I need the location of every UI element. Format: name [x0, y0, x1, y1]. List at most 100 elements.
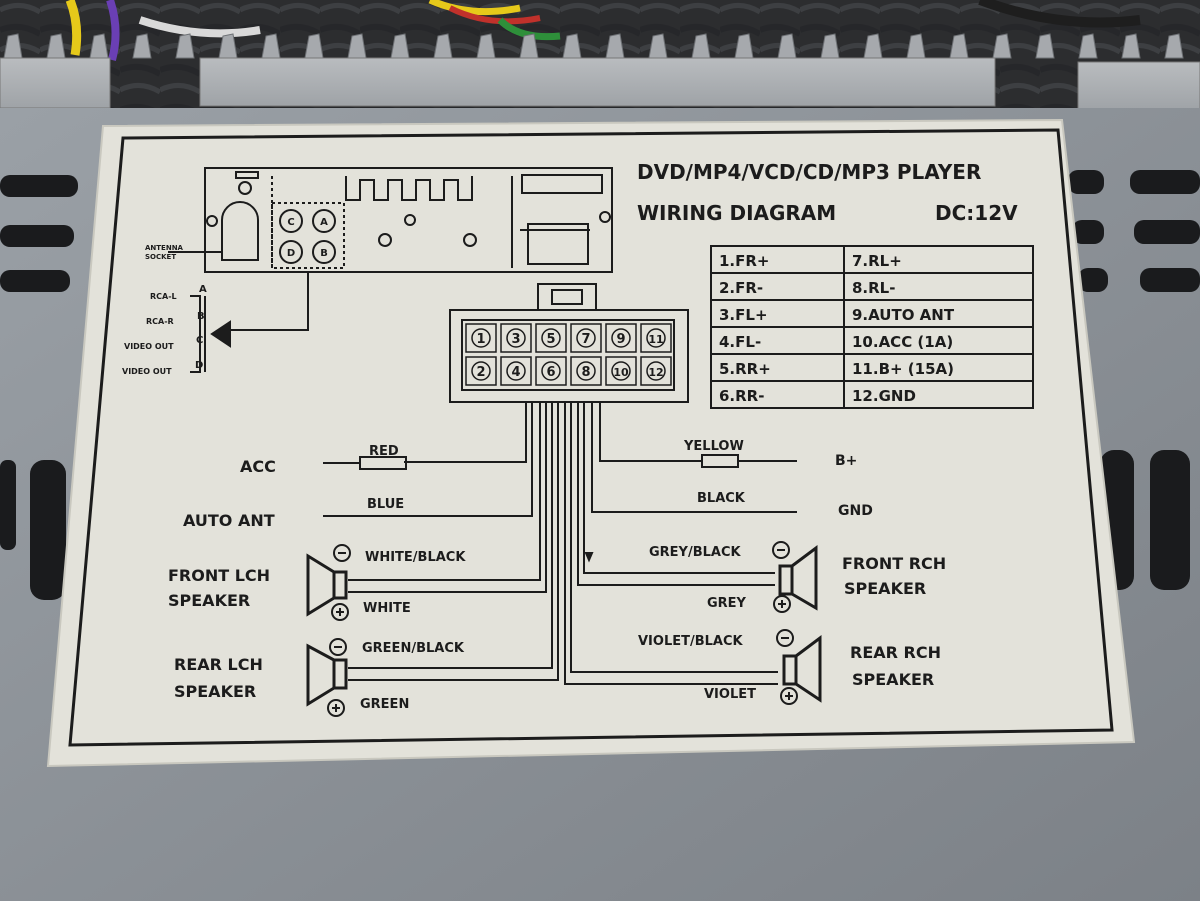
bplus-label: B+: [835, 453, 857, 469]
pin-table-cell: 11.B+ (15A): [852, 360, 954, 378]
connector-pin-cell: [640, 323, 672, 353]
rear-left-speaker-label: REAR LCH: [174, 655, 263, 674]
front-right-speaker-label: FRONT RCH: [842, 554, 946, 573]
connector-pin-number: 12: [648, 366, 663, 379]
rear-right-pos-wire: VIOLET: [704, 687, 756, 702]
connector-pin-circle: [611, 328, 631, 348]
rear-right-speaker-label: REAR RCH: [850, 643, 941, 662]
pin-table-cell: 8.RL-: [852, 279, 895, 297]
heatsink-fin: [175, 33, 195, 59]
heatsink-fin: [1035, 33, 1055, 59]
rca-jack-label: B: [320, 248, 328, 259]
connector-pin-number: 9: [616, 332, 625, 347]
connector-pin-circle: [611, 361, 631, 381]
acc-label: ACC: [240, 457, 276, 476]
rca-jack-c: [279, 209, 303, 233]
pin-table-cell: 7.RL+: [852, 252, 902, 270]
connector-pin-circle: [471, 361, 491, 381]
heatsink-fin: [1121, 33, 1141, 59]
rca-output-pin: C: [196, 335, 203, 346]
connector-pin-cell: [570, 323, 602, 353]
rca-jack-label: D: [287, 248, 295, 259]
connector-pin-number: 10: [613, 366, 629, 379]
connector-pin-circle: [541, 361, 561, 381]
heatsink-fin: [1164, 33, 1184, 59]
rca-output-pin: B: [197, 311, 205, 322]
connector-pin-cell: [500, 356, 532, 386]
connector-pin-number: 4: [511, 365, 520, 380]
diagram-subtitle: WIRING DIAGRAM: [637, 201, 836, 225]
antenna-label: ANTENNA: [145, 244, 184, 252]
connector-pin-circle: [576, 361, 596, 381]
connector-pin-cell: [465, 323, 497, 353]
connector-pin-cell: [570, 356, 602, 386]
rca-output-name: RCA-R: [146, 317, 174, 326]
connector-pin-number: 5: [546, 332, 555, 347]
front-right-neg-wire: GREY/BLACK: [649, 545, 742, 560]
front-right-speaker-label: SPEAKER: [844, 579, 926, 598]
pin-table-cell: 1.FR+: [719, 252, 770, 270]
rear-left-neg-wire: GREEN/BLACK: [362, 641, 465, 656]
voltage-label: DC:12V: [935, 201, 1018, 225]
heatsink-fin: [132, 33, 152, 59]
connector-pin-cell: [535, 356, 567, 386]
connector-pin-number: 8: [581, 365, 590, 380]
heatsink-fin: [992, 33, 1012, 59]
gnd-label: GND: [838, 503, 873, 519]
rca-jack-label: C: [287, 217, 294, 228]
connector-pin-cell: [465, 356, 497, 386]
rca-output-name: VIDEO OUT: [122, 367, 172, 376]
pin-table-cell: 12.GND: [852, 387, 916, 405]
connector-pin-cell: [535, 323, 567, 353]
bplus-wire-color: YELLOW: [683, 439, 744, 454]
pin-table-cell: 6.RR-: [719, 387, 764, 405]
rca-output-pin: D: [195, 360, 203, 371]
front-left-speaker-label: SPEAKER: [168, 591, 250, 610]
auto-ant-label: AUTO ANT: [183, 511, 275, 530]
connector-pin-cell: [605, 323, 637, 353]
harness-connector: [449, 283, 689, 403]
rear-left-pos-wire: GREEN: [360, 697, 409, 712]
pin-table-cell: 3.FL+: [719, 306, 768, 324]
rear-right-speaker-label: SPEAKER: [852, 670, 934, 689]
diagram-title: DVD/MP4/VCD/CD/MP3 PLAYER: [637, 160, 981, 184]
connector-pin-circle: [646, 361, 666, 381]
front-left-speaker-label: FRONT LCH: [168, 566, 270, 585]
rca-jack-b: [312, 240, 336, 264]
antenna-label: SOCKET: [145, 253, 176, 261]
connector-pin-number: 7: [581, 332, 590, 347]
front-left-pos-wire: WHITE: [363, 601, 411, 616]
gnd-wire-color: BLACK: [697, 491, 746, 506]
front-right-pos-wire: GREY: [707, 596, 747, 611]
connector-pin-cell: [605, 356, 637, 386]
rca-output-pin: A: [199, 284, 207, 295]
rca-jack-a: [312, 209, 336, 233]
harness-wires: [323, 402, 797, 685]
connector-pin-cell: [640, 356, 672, 386]
rca-jack-group: [279, 209, 336, 264]
rear-right-neg-wire: VIOLET/BLACK: [638, 634, 744, 649]
connector-pin-circle: [506, 361, 526, 381]
pin-table: [710, 245, 1034, 409]
speaker-icon: [306, 545, 822, 707]
pin-table-cell: 2.FR-: [719, 279, 763, 297]
rca-jack-d: [279, 240, 303, 264]
connector-pin-circle: [471, 328, 491, 348]
acc-wire-color: RED: [369, 444, 399, 459]
connector-pin-cell: [500, 323, 532, 353]
pin-table-cell: 5.RR+: [719, 360, 771, 378]
connector-pin-circle: [646, 328, 666, 348]
rca-output-name: RCA-L: [150, 292, 177, 301]
pin-table-cell: 10.ACC (1A): [852, 333, 953, 351]
connector-pin-circle: [506, 328, 526, 348]
polarity-icon: [327, 541, 798, 717]
front-left-neg-wire: WHITE/BLACK: [365, 550, 466, 565]
heatsink-fin: [1078, 33, 1098, 59]
rca-jack-label: A: [320, 217, 328, 228]
connector-pin-number: 11: [648, 333, 663, 346]
connector-pin-number: 1: [476, 332, 485, 347]
connector-pin-number: 2: [476, 365, 485, 380]
connector-pin-circle: [576, 328, 596, 348]
connector-pin-number: 3: [511, 332, 520, 347]
